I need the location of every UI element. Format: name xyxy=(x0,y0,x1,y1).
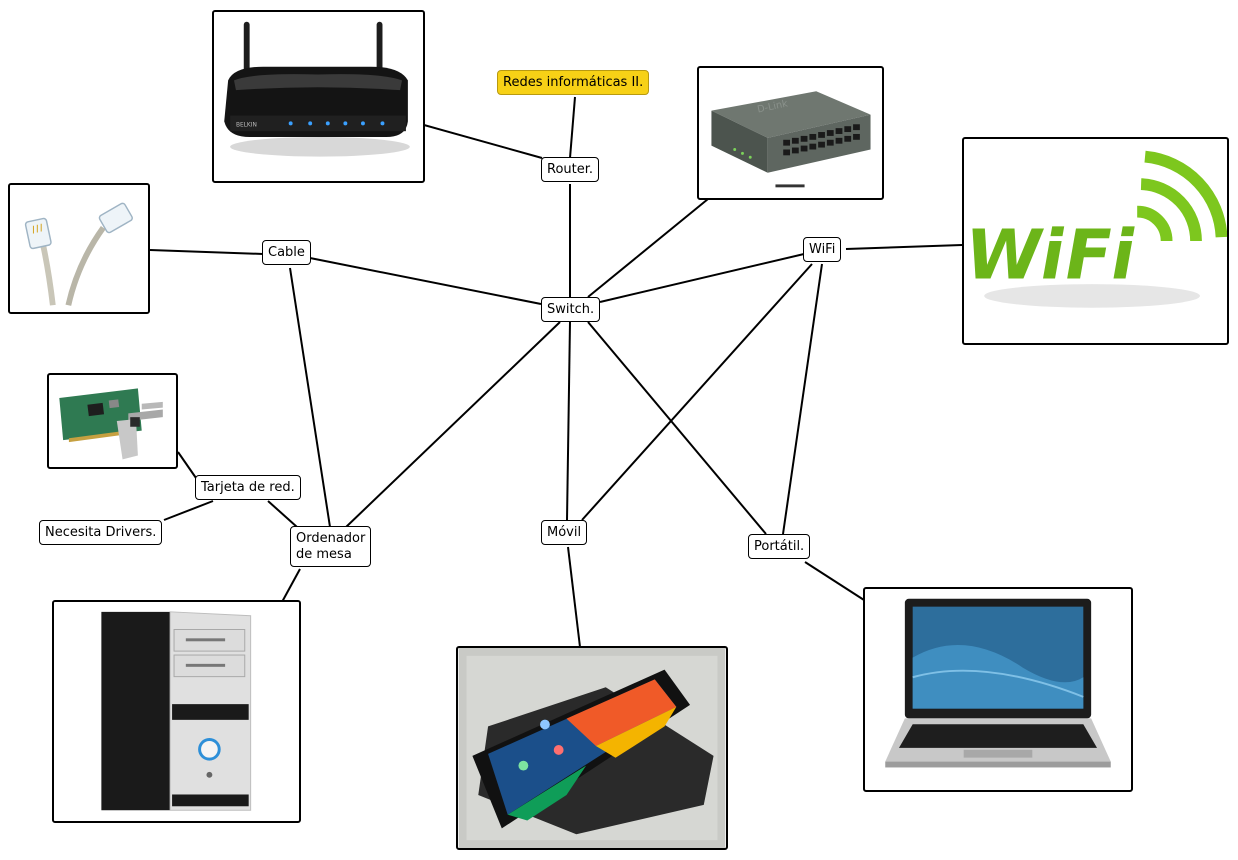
network-switch-image[interactable]: D-Link xyxy=(697,66,884,200)
switch-icon: D-Link xyxy=(699,68,882,198)
link-wifi-image xyxy=(845,244,963,250)
necesita-drivers-node[interactable]: Necesita Drivers. xyxy=(39,520,163,545)
link-wifi-portatil xyxy=(782,263,823,535)
laptop-image[interactable] xyxy=(863,587,1133,792)
link-ordenador-image xyxy=(281,568,301,603)
link-wifi-movil xyxy=(581,263,813,521)
network-card-icon xyxy=(49,375,176,467)
link-cable-ordenador xyxy=(289,267,331,528)
link-switch-portatil xyxy=(587,321,767,535)
desktop-tower-icon xyxy=(54,602,299,821)
svg-text:BELKIN: BELKIN xyxy=(236,122,257,128)
portatil-node[interactable]: Portátil. xyxy=(748,534,811,559)
desktop-tower-image[interactable] xyxy=(52,600,301,823)
tarjeta-de-red-node[interactable]: Tarjeta de red. xyxy=(195,475,301,500)
link-tarjeta-drivers xyxy=(163,500,214,521)
wifi-icon: WiFi xyxy=(964,139,1227,343)
router-node[interactable]: Router. xyxy=(541,157,600,182)
svg-text:WiFi: WiFi xyxy=(964,216,1142,295)
cable-node[interactable]: Cable xyxy=(262,240,311,265)
link-router-root xyxy=(569,96,576,159)
network-card-image[interactable] xyxy=(47,373,178,469)
smartphone-icon xyxy=(458,648,726,848)
link-switch-wifi xyxy=(599,253,805,303)
link-switch-movil xyxy=(566,321,571,521)
router-image[interactable]: BELKIN xyxy=(212,10,425,183)
ethernet-cable-icon xyxy=(10,185,148,312)
link-switch-image xyxy=(587,198,709,298)
movil-node[interactable]: Móvil xyxy=(541,520,588,545)
laptop-icon xyxy=(865,589,1131,790)
router-icon: BELKIN xyxy=(214,12,423,181)
wifi-logo-image[interactable]: WiFi xyxy=(962,137,1229,345)
link-portatil-image xyxy=(804,561,865,601)
root-topic-node[interactable]: Redes informáticas II. xyxy=(497,70,650,95)
wifi-node[interactable]: WiFi xyxy=(803,237,842,262)
switch-node[interactable]: Switch. xyxy=(541,297,601,322)
ethernet-cable-image[interactable] xyxy=(8,183,150,314)
link-tarjeta-image xyxy=(177,451,197,479)
link-router-image xyxy=(423,124,543,159)
link-switch-cable xyxy=(309,257,542,305)
smartphone-image[interactable] xyxy=(456,646,728,850)
link-switch-ordenador xyxy=(344,321,561,529)
link-cable-image xyxy=(149,249,264,255)
ordenador-de-mesa-node[interactable]: Ordenador de mesa xyxy=(290,526,372,567)
link-movil-image xyxy=(567,546,581,648)
link-tarjeta-ordenador xyxy=(267,500,298,528)
